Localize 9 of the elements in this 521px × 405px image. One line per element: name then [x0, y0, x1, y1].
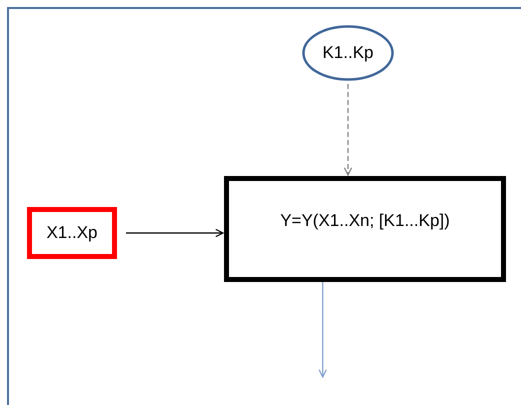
process-box — [224, 176, 506, 282]
input-box — [27, 207, 117, 259]
node-label: X1..Xp — [46, 223, 98, 243]
node-label: Y=Y(X1..Xn; [K1...Kp]) — [280, 211, 450, 231]
arrow — [318, 282, 327, 378]
arrow — [126, 228, 224, 238]
input-ellipse — [302, 25, 394, 81]
node-label: K1..Kp — [322, 43, 374, 63]
arrow — [344, 84, 352, 176]
